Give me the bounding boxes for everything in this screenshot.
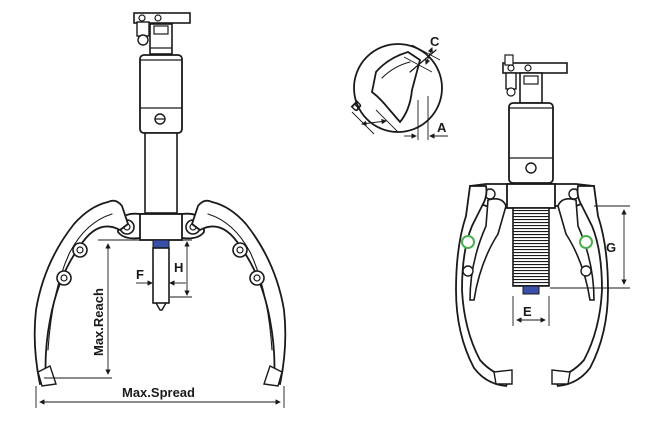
jaw-detail: C B A [348,34,448,140]
label-f: F [136,267,144,282]
dim-h: H [170,239,192,298]
right-arm-right [551,185,609,387]
dim-c: C [403,34,441,73]
left-cylinder [139,54,183,214]
dim-g: G [550,205,630,289]
left-ram [152,239,170,311]
right-puller: E G [455,54,630,387]
left-arm-left [33,199,130,387]
right-screw [512,207,550,287]
right-cylinder [508,102,554,184]
left-yoke [117,212,205,241]
dim-max-spread: Max.Spread [35,385,285,408]
label-g: G [606,240,616,255]
label-max-spread: Max.Spread [122,385,195,400]
label-h: H [174,260,183,275]
right-screw-tip [522,285,540,295]
dim-f: F [136,267,186,290]
left-arm-right [190,199,287,387]
label-c: C [430,34,440,49]
label-a: A [437,120,447,135]
left-pump-head [133,12,191,55]
dim-e: E [512,296,550,326]
label-e: E [523,304,532,319]
right-pump-head [502,54,568,104]
label-max-reach: Max.Reach [91,288,106,356]
left-puller: F H Max.Reach Max.Spread [33,12,287,408]
right-arm-left [455,185,513,387]
dim-max-reach: Max.Reach [44,239,152,379]
dim-a: A [404,96,448,140]
